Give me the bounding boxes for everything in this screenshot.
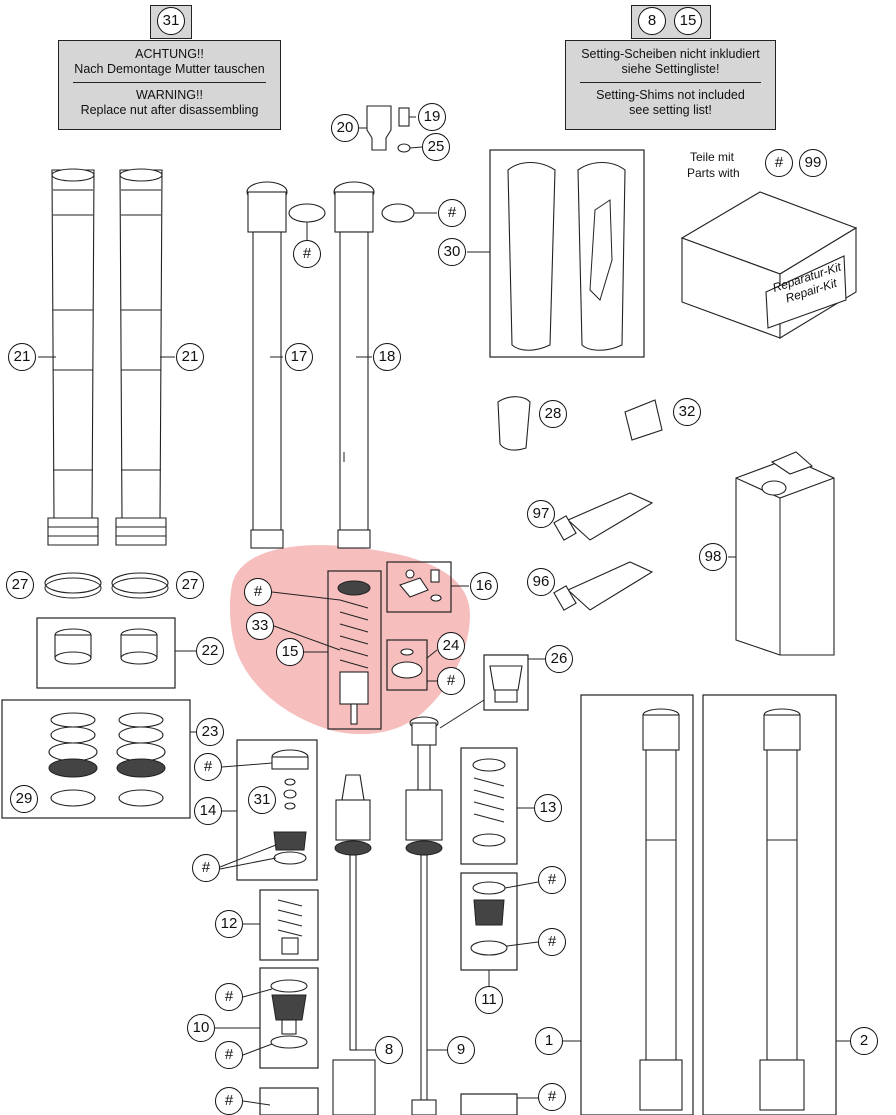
- seals-23: [48, 712, 166, 807]
- kit-hash: #: [765, 149, 793, 177]
- callout-10: 10: [187, 1014, 215, 1042]
- box-1: [580, 694, 694, 1115]
- callout-19: 19: [418, 103, 446, 131]
- kit-note-de: Teile mit: [690, 150, 735, 164]
- grease-tube-97: [553, 492, 654, 541]
- callout-hash-h: #: [538, 928, 566, 956]
- box-10: [259, 967, 319, 1069]
- spring-15: [337, 580, 371, 725]
- box-2: [702, 694, 837, 1115]
- callout-21-right: 21: [176, 343, 204, 371]
- setting-de-line2: siehe Settingliste!: [621, 62, 720, 76]
- callout-24: 24: [437, 632, 465, 660]
- outer-tube-21-left: [47, 168, 99, 546]
- setting-de-line1: Setting-Scheiben nicht inkludiert: [581, 47, 760, 61]
- callout-1: 1: [535, 1027, 563, 1055]
- callout-22: 22: [196, 637, 224, 665]
- callout-96: 96: [527, 568, 555, 596]
- outer-tube-21-right: [115, 168, 167, 546]
- damper-rod-8: [332, 774, 376, 1115]
- repair-kit-box: [680, 191, 858, 339]
- callout-33: 33: [246, 612, 274, 640]
- callout-12: 12: [215, 910, 243, 938]
- box-14: [236, 739, 318, 881]
- damper-rod-9: [405, 716, 443, 1115]
- callout-hash-i: #: [215, 983, 243, 1011]
- box-12: [259, 889, 319, 961]
- grease-tube-96: [553, 561, 654, 611]
- warning-note: ACHTUNG!! Nach Demontage Mutter tauschen…: [58, 40, 281, 130]
- box-16: [386, 561, 452, 613]
- callout-hash-l: #: [538, 1083, 566, 1111]
- callout-hash-f: #: [192, 854, 220, 882]
- box-22: [36, 617, 176, 689]
- box-15: [327, 570, 382, 730]
- callout-hash-d: #: [437, 667, 465, 695]
- kit-note-en: Parts with: [687, 166, 740, 180]
- warning-de-text: Nach Demontage Mutter tauschen: [74, 62, 265, 76]
- callout-18: 18: [373, 343, 401, 371]
- callout-23: 23: [196, 718, 224, 746]
- callout-hash-b: #: [438, 199, 466, 227]
- callout-14: 14: [194, 797, 222, 825]
- callout-20: 20: [331, 114, 359, 142]
- box-24: [386, 639, 428, 691]
- inner-tube-18: [333, 181, 375, 549]
- callout-97: 97: [527, 500, 555, 528]
- callout-16: 16: [470, 572, 498, 600]
- warning-de-title: ACHTUNG!!: [135, 47, 204, 61]
- callout-hash-g: #: [538, 866, 566, 894]
- callout-8: 8: [375, 1036, 403, 1064]
- setting-note: Setting-Scheiben nicht inkludiert siehe …: [565, 40, 776, 130]
- warning-en-title: WARNING!!: [136, 88, 203, 102]
- setting-en-line1: Setting-Shims not included: [596, 88, 745, 102]
- oil-can-98: [735, 451, 835, 656]
- callout-hash-c: #: [244, 578, 272, 606]
- callout-28: 28: [539, 400, 567, 428]
- callout-hash-e: #: [194, 753, 222, 781]
- callout-98: 98: [699, 543, 727, 571]
- box-13: [460, 747, 518, 865]
- bushings-22: [54, 628, 158, 665]
- box-30: [489, 149, 645, 358]
- fork-leg-1: [639, 708, 683, 1111]
- callout-15: 15: [276, 638, 304, 666]
- callout-31-note: 31: [157, 7, 185, 35]
- clamp-27-left: [44, 572, 102, 594]
- callout-hash-a: #: [293, 240, 321, 268]
- callout-21-left: 21: [8, 343, 36, 371]
- warning-en-text: Replace nut after disassembling: [80, 103, 259, 117]
- callout-11: 11: [475, 986, 503, 1014]
- callout-29: 29: [10, 785, 38, 813]
- callout-26: 26: [545, 645, 573, 673]
- callout-2: 2: [850, 1027, 878, 1055]
- kit-number: 99: [799, 149, 827, 177]
- callout-17: 17: [285, 343, 313, 371]
- callout-25: 25: [422, 133, 450, 161]
- callout-15-note: 15: [674, 7, 702, 35]
- callout-8-note: 8: [638, 7, 666, 35]
- callout-30: 30: [438, 238, 466, 266]
- callout-27-right: 27: [176, 571, 204, 599]
- box-26: [483, 654, 529, 711]
- callout-27-left: 27: [6, 571, 34, 599]
- callout-13: 13: [534, 794, 562, 822]
- callout-31-cartridge: 31: [248, 786, 276, 814]
- fork-leg-2: [759, 708, 805, 1111]
- callout-hash-j: #: [215, 1041, 243, 1069]
- callout-32: 32: [673, 398, 701, 426]
- callout-hash-k: #: [215, 1087, 243, 1115]
- inner-tube-17: [246, 181, 288, 549]
- setting-en-line2: see setting list!: [629, 103, 712, 117]
- box-23: [1, 699, 191, 819]
- callout-9: 9: [447, 1036, 475, 1064]
- clamp-27-right: [111, 572, 169, 594]
